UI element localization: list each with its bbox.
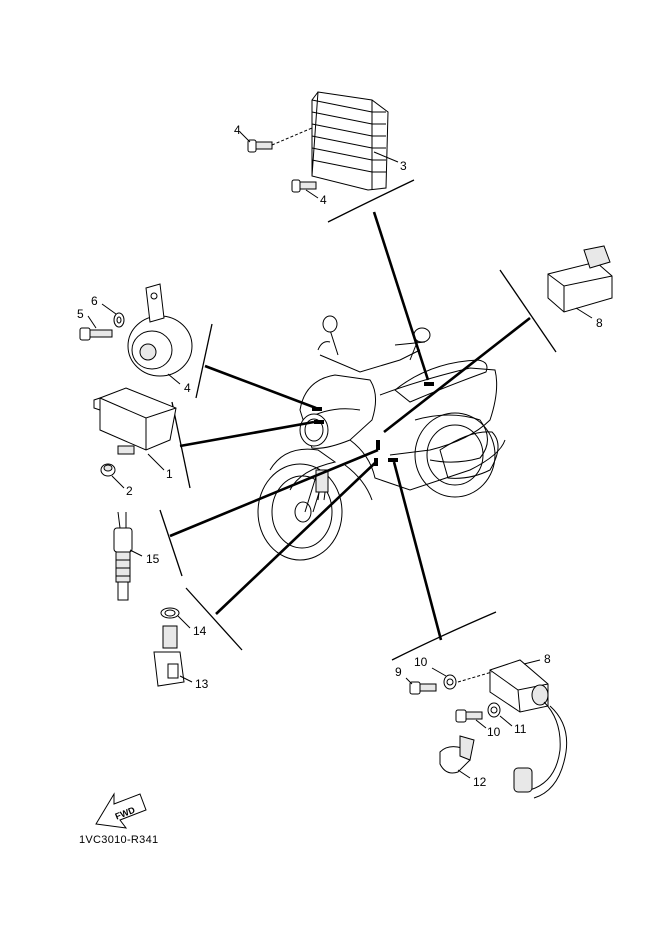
callout-6: 5	[77, 307, 84, 321]
callout-5: 4	[184, 381, 191, 395]
callout-9: 8	[544, 652, 551, 666]
bolt-6	[79, 327, 113, 341]
drawing-code: 1VC3010-R341	[79, 834, 159, 846]
callout-4-upper: 4	[234, 123, 241, 137]
fwd-arrow-icon: FWD	[95, 792, 147, 829]
plug-cap-12	[439, 735, 475, 774]
callout-14: 14	[193, 624, 207, 638]
bolt-10-lower	[455, 709, 483, 723]
callout-11-lower: 11	[514, 722, 527, 736]
callout-10-lower: 10	[487, 725, 501, 739]
bolt-4-upper	[247, 127, 313, 153]
group-brackets	[159, 179, 557, 661]
washer-14	[160, 607, 180, 619]
callout-12: 12	[473, 775, 487, 789]
ignition-coil	[489, 659, 568, 799]
callout-4-lower: 4	[320, 193, 327, 207]
horn	[127, 283, 193, 377]
washer-11-upper	[443, 671, 493, 690]
callout-numbers: 3 4 4 8 6 5 4 1 2 15 14 13 8 10 9 10 11	[77, 123, 603, 789]
cdi-unit	[93, 387, 177, 455]
washer-11-lower	[487, 702, 501, 718]
callout-15: 15	[146, 552, 160, 566]
callout-7: 6	[91, 294, 98, 308]
connector-8	[547, 245, 613, 313]
leader-lines	[169, 211, 531, 641]
sensor-15	[113, 511, 133, 601]
callout-8: 8	[596, 316, 603, 330]
nut-2	[100, 463, 116, 477]
callout-11-upper: 10	[414, 655, 428, 669]
bolt-10-upper	[409, 681, 437, 695]
callout-10-upper: 9	[395, 665, 402, 679]
scooter-outline	[257, 315, 506, 561]
washer-7	[113, 312, 125, 328]
bolt-4-lower	[291, 179, 317, 193]
callout-1: 1	[166, 467, 173, 481]
switch-13	[153, 625, 185, 687]
callout-2: 2	[126, 484, 133, 498]
callout-3: 3	[400, 159, 407, 173]
rectifier-regulator	[311, 91, 389, 191]
callout-13: 13	[195, 677, 209, 691]
